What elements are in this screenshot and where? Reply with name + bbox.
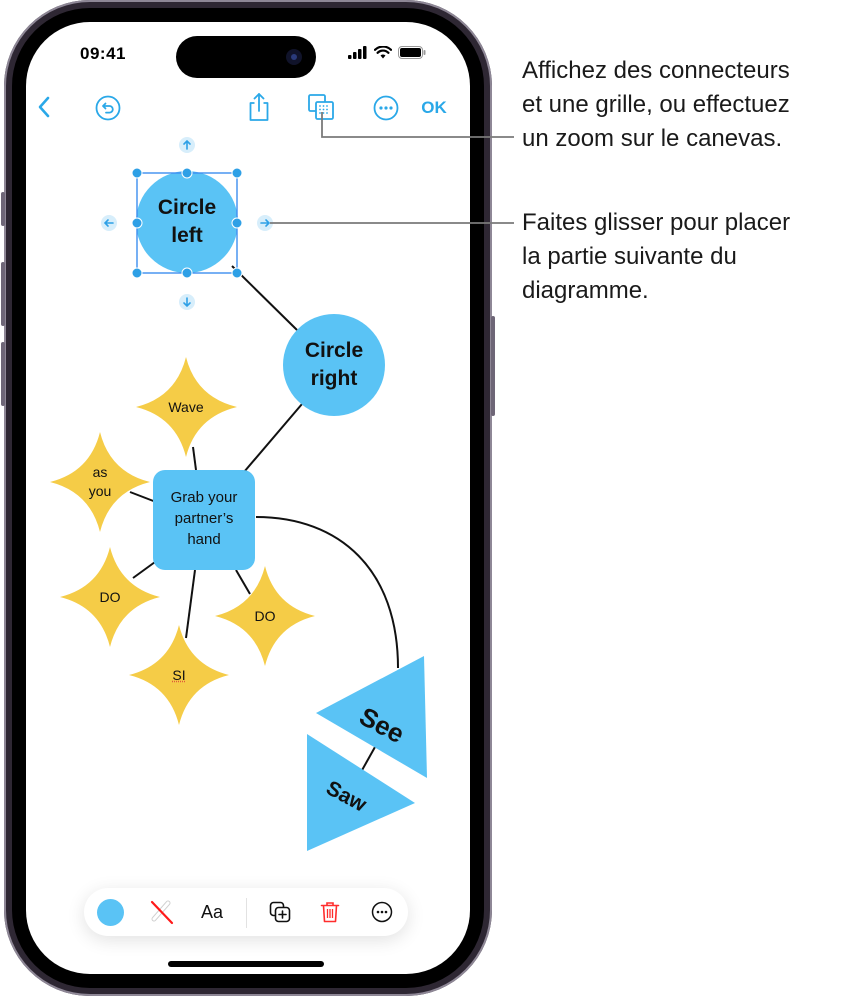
arrow-up-icon (179, 137, 195, 153)
label-star-do-left: DO (99, 589, 121, 605)
share-button[interactable] (244, 90, 274, 124)
battery-icon (398, 46, 426, 59)
text-style-button[interactable]: Aa (200, 901, 224, 922)
label-star-si: SI (172, 667, 186, 683)
duplicate-button[interactable] (260, 888, 300, 936)
wifi-icon (374, 46, 392, 59)
action-button (1, 192, 5, 226)
label-line: Grab your (170, 488, 238, 506)
arrow-right-icon (257, 215, 273, 231)
label-line: right (310, 367, 358, 390)
label-star-wave: Wave (168, 399, 204, 415)
cellular-signal-icon (348, 46, 367, 59)
dynamic-island (176, 36, 316, 78)
shape-triangle-saw[interactable] (307, 734, 415, 851)
arrow-left-icon (101, 215, 117, 231)
label-star-do-right: DO (254, 608, 276, 624)
callout-view-options: Affichez des connecteurs et une grille, … (522, 54, 790, 156)
shape-grab-hand[interactable] (153, 470, 255, 570)
arrow-down-icon (179, 294, 195, 310)
callout-drag-next: Faites glisser pour placer la partie sui… (522, 206, 790, 308)
divider (246, 898, 247, 928)
callout-line: un zoom sur le canevas. (522, 125, 783, 152)
label-line: hand (187, 530, 221, 548)
shape-circle-right[interactable] (283, 314, 385, 416)
status-time: 09:41 (80, 44, 126, 63)
diagram-canvas[interactable] (26, 22, 470, 974)
delete-button[interactable] (310, 888, 350, 936)
label-grab-hand: Grab your partner’s hand (153, 485, 255, 551)
volume-up-button (1, 262, 5, 326)
power-button (491, 316, 495, 416)
format-bar: Aa (84, 888, 408, 936)
callout-line: diagramme. (522, 277, 649, 304)
chevron-left-icon (38, 96, 50, 118)
camera-icon (286, 49, 302, 65)
back-button[interactable] (30, 92, 58, 122)
callout-line: Faites glisser pour placer (522, 209, 791, 236)
shape-star-wave[interactable] (136, 357, 237, 457)
add-connection-arrows[interactable] (101, 137, 273, 310)
shape-star-do-left[interactable] (60, 547, 160, 647)
no-stroke-icon (150, 900, 174, 925)
share-icon (249, 93, 269, 121)
volume-down-button (1, 342, 5, 406)
selection-handles[interactable] (131, 167, 243, 279)
label-line: left (171, 224, 203, 247)
label-star-as-you: as you (70, 460, 130, 504)
callout-line: Affichez des connecteurs (522, 57, 790, 84)
trash-icon (320, 902, 340, 923)
label-line: Circle (304, 339, 364, 362)
shape-circle-left[interactable] (136, 171, 238, 273)
label-circle-right: Circle right (284, 335, 384, 395)
callout-line: et une grille, ou effectuez (522, 91, 790, 118)
ellipsis-circle-icon (371, 901, 393, 923)
screen: 09:41 OK (26, 22, 470, 974)
undo-icon (95, 95, 121, 121)
connectors (129, 265, 399, 773)
shape-star-as-you[interactable] (50, 432, 150, 532)
callout-line: la partie suivante du (522, 243, 737, 270)
shape-triangle-see[interactable] (316, 656, 427, 778)
label-line: partner’s (174, 509, 234, 527)
label-circle-left: Circle left (137, 192, 237, 252)
undo-button[interactable] (93, 93, 123, 123)
format-more-button[interactable] (362, 888, 402, 936)
label-line: as (92, 464, 108, 480)
label-line: you (88, 483, 112, 499)
duplicate-icon (269, 901, 291, 923)
fill-color-swatch (96, 898, 124, 926)
label-line: Circle (157, 196, 217, 219)
home-indicator[interactable] (168, 961, 324, 967)
shape-star-do-right[interactable] (215, 566, 315, 666)
stroke-button[interactable] (142, 888, 182, 936)
shape-star-si[interactable] (129, 625, 229, 725)
fill-color-button[interactable] (90, 888, 130, 936)
status-icons (348, 46, 426, 59)
